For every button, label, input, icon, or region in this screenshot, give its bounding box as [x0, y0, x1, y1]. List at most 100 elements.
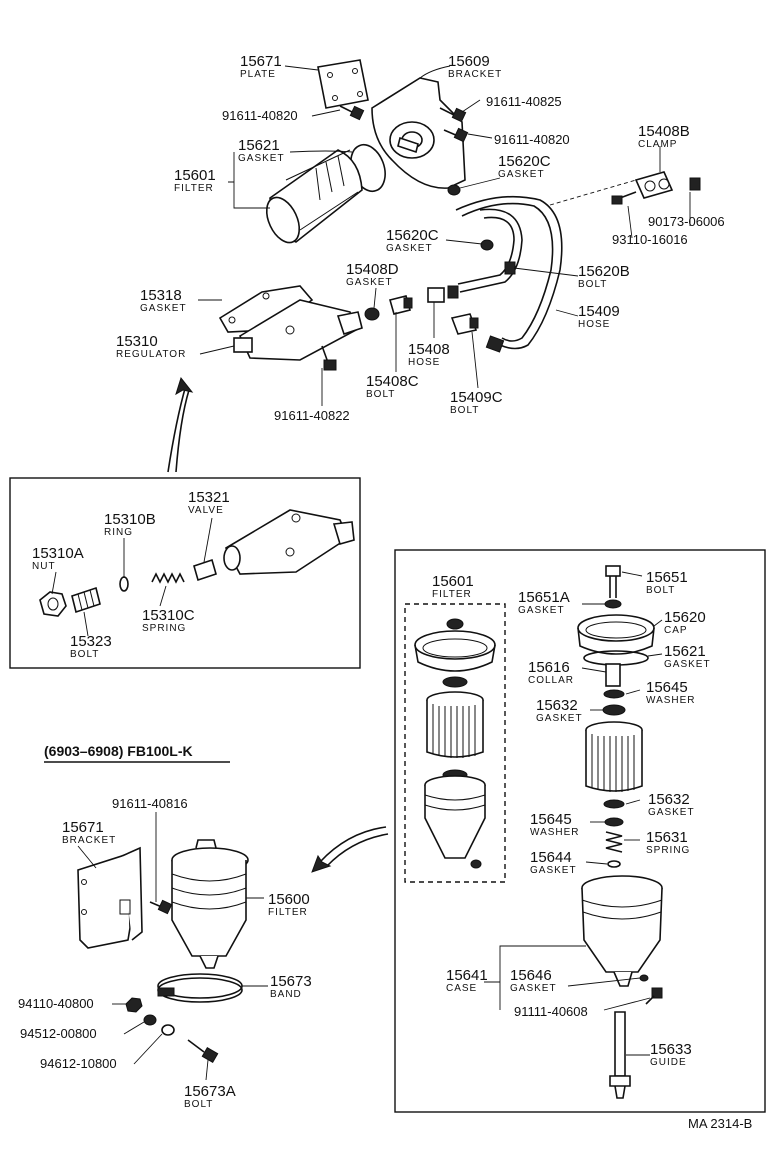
gasket-15644: [607, 860, 621, 868]
callout-number: 91611-40825: [486, 94, 562, 109]
callout-number: 15310: [116, 333, 158, 350]
callout-number: 15323: [70, 633, 112, 650]
callout-name: NUT: [32, 561, 56, 572]
gasket-15646: [639, 974, 649, 982]
spring-15631: [605, 831, 623, 853]
callout-number: 15673: [270, 973, 312, 990]
callout-number: 15620: [664, 609, 706, 626]
callout-number: 15651: [646, 569, 688, 586]
nut-94110-40800: [125, 997, 143, 1013]
callout-name: GASKET: [346, 277, 393, 288]
hose-15408: [427, 208, 523, 303]
callout-name: GASKET: [530, 865, 577, 876]
callout-number: 15616: [528, 659, 570, 676]
callout-number: 15409C: [450, 389, 503, 406]
callout-number: 91611-40816: [112, 796, 188, 811]
bolt-15651: [605, 565, 621, 598]
collar-15616: [605, 663, 621, 687]
callout-name: GASKET: [648, 807, 695, 818]
callout-name: RING: [104, 527, 133, 538]
callout-name: CAP: [664, 625, 688, 636]
bolt-15408c: [389, 295, 413, 315]
kit-cap-assembly: [414, 618, 496, 672]
callout-name: BRACKET: [448, 69, 502, 80]
callout-name: COLLAR: [528, 675, 574, 686]
hose-15409: [455, 195, 563, 353]
callout-name: PLATE: [240, 69, 276, 80]
clamp-15408b: [611, 171, 701, 205]
nut-15310a: [39, 591, 67, 617]
callout-number: 15671: [62, 819, 104, 836]
callout-number: 15321: [188, 489, 230, 506]
arrow-to-kit: [311, 826, 389, 873]
callout-name: BOLT: [70, 649, 99, 660]
callout-number: 94612-10800: [40, 1056, 117, 1071]
callout-name: REGULATOR: [116, 349, 186, 360]
callout-94110-40800: 94110-40800: [18, 996, 94, 1011]
gasket-15408d: [364, 307, 380, 321]
callout-name: SPRING: [142, 623, 186, 634]
model-header: (6903–6908) FB100L-K: [44, 743, 193, 759]
cap-15620: [577, 614, 655, 655]
callout-number: 15646: [510, 967, 552, 984]
callout-name: GASKET: [536, 713, 583, 724]
gasket-15620c-b: [480, 239, 494, 251]
spring-15310c: [151, 572, 185, 584]
callout-number: 15632: [536, 697, 578, 714]
callout-number: 15600: [268, 891, 310, 908]
guide-15633: [609, 1011, 631, 1099]
callout-number: 91611-40820: [222, 108, 298, 123]
callout-91611-40822: 91611-40822: [274, 408, 350, 423]
callout-number: 90173-06006: [648, 214, 725, 229]
callout-number: 93110-16016: [612, 232, 688, 247]
callout-number: 15310B: [104, 511, 156, 528]
bracket-15671: [77, 846, 143, 949]
element-kit: [585, 721, 643, 792]
callout-number: 15601: [432, 573, 474, 590]
callout-name: BOLT: [184, 1099, 213, 1110]
callout-number: 94512-00800: [20, 1026, 97, 1041]
bolt-15409c: [450, 313, 479, 335]
callout-number: 15644: [530, 849, 572, 866]
callout-name: GASKET: [238, 153, 285, 164]
washer-15645-a: [603, 689, 625, 699]
callout-number: 15408B: [638, 123, 690, 140]
filter-15600: [171, 839, 249, 969]
callout-number: 15641: [446, 967, 488, 984]
callout-name: BAND: [270, 989, 302, 1000]
callout-name: SPRING: [646, 845, 690, 856]
callout-number: 94110-40800: [18, 996, 94, 1011]
callout-name: GASKET: [498, 169, 545, 180]
callout-number: 91611-40820: [494, 132, 570, 147]
callout-number: 15645: [646, 679, 688, 696]
callout-name: BOLT: [450, 405, 479, 416]
callout-number: 15620C: [386, 227, 439, 244]
gasket-15651a: [604, 599, 622, 609]
callout-94512-00800: 94512-00800: [20, 1026, 97, 1041]
callout-90173-06006: 90173-06006: [648, 214, 725, 229]
washer-94512-00800: [143, 1014, 157, 1026]
bolt-91611-40820-b: [443, 127, 469, 143]
filter-kit-dashed-group: [404, 603, 506, 883]
